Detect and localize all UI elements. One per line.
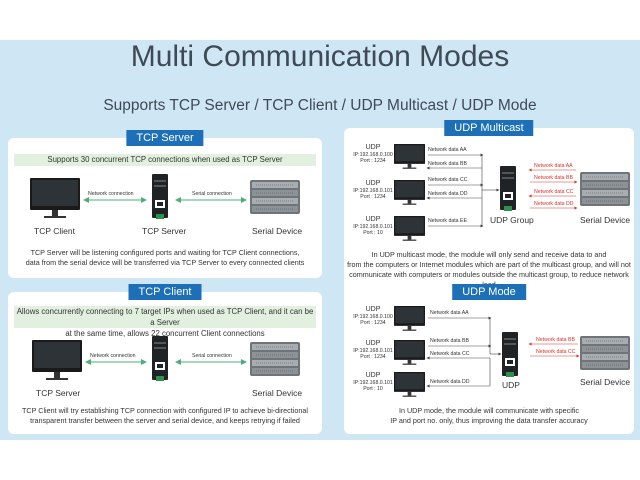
page-title: Multi Communication Modes bbox=[130, 40, 510, 73]
tcp-client-description: TCP Client will try establishing TCP con… bbox=[22, 406, 308, 425]
tcp-client-server-label: TCP Server bbox=[36, 388, 81, 398]
tcp-server-panel: TCP Server Supports 30 concurrent TCP co… bbox=[8, 130, 322, 278]
udp-mode-heading: UDP Mode bbox=[452, 284, 526, 300]
page-subtitle: Supports TCP Server / TCP Client / UDP M… bbox=[103, 97, 537, 114]
udp-multicast-serial-dd: Network data DD bbox=[534, 201, 574, 207]
udp-multicast-flows bbox=[426, 153, 578, 228]
udp-mode-flows bbox=[426, 316, 580, 388]
page-background: Multi Communication Modes Supports TCP S… bbox=[0, 40, 640, 440]
udp-multicast-host-2: UDP IP:192.168.0.101 Port : 1234 bbox=[353, 180, 393, 200]
udp-multicast-panel: UDP Multicast UDP IP:192.168.0.100 Port … bbox=[344, 120, 634, 322]
udp-mode-flow-cc: Network data CC bbox=[430, 351, 470, 357]
udp-multicast-flow-aa: Network data AA bbox=[428, 147, 467, 153]
udp-multicast-flow-bb: Network data BB bbox=[428, 161, 467, 167]
tcp-server-links bbox=[83, 197, 247, 203]
udp-multicast-host-1: UDP IP:192.168.0.100 Port : 1234 bbox=[353, 144, 393, 164]
udp-mode-description: In UDP mode, the module will communicate… bbox=[390, 406, 588, 425]
udp-mode-module-label: UDP bbox=[502, 380, 520, 390]
udp-multicast-flow-cc: Network data CC bbox=[428, 177, 468, 183]
udp-multicast-serial-aa: Network data AA bbox=[534, 163, 573, 169]
tcp-server-band: Supports 30 concurrent TCP connections w… bbox=[14, 154, 316, 166]
udp-mode-flow-dd: Network data DD bbox=[430, 379, 470, 385]
udp-mode-host-2: UDP IP:192.168.0.101 Port : 1234 bbox=[353, 340, 393, 360]
tcp-server-serial-label: Serial Device bbox=[252, 226, 303, 236]
udp-multicast-heading: UDP Multicast bbox=[444, 120, 534, 136]
tcp-server-module-label: TCP Server bbox=[142, 226, 187, 236]
udp-mode-flow-aa: Network data AA bbox=[430, 310, 469, 316]
udp-mode-serial-cc: Network data CC bbox=[536, 349, 576, 355]
udp-mode-host-3: UDP IP:192.168.0.101 Port : 10 bbox=[353, 372, 393, 392]
tcp-client-panel: TCP Client Allows concurrently connectin… bbox=[8, 284, 322, 434]
tcp-server-heading: TCP Server bbox=[126, 130, 204, 146]
udp-multicast-flow-ee: Network data EE bbox=[428, 218, 467, 224]
tcp-server-client-label: TCP Client bbox=[34, 226, 75, 236]
server-rack-icon bbox=[579, 335, 631, 371]
tcp-client-band: Allows concurrently connecting to 7 targ… bbox=[14, 306, 316, 338]
tcp-client-link-right: Serial connection bbox=[192, 353, 232, 359]
tcp-server-description: TCP Server will be listening configured … bbox=[25, 248, 305, 267]
udp-mode-serial-bb: Network data BB bbox=[536, 337, 575, 343]
udp-mode-serial-label: Serial Device bbox=[580, 377, 631, 387]
serial-server-icon bbox=[502, 332, 518, 377]
udp-mode-flow-bb: Network data BB bbox=[430, 338, 469, 344]
tcp-server-link-left: Network connection bbox=[88, 191, 134, 197]
udp-multicast-serial-cc: Network data CC bbox=[534, 189, 574, 195]
udp-group-label: UDP Group bbox=[490, 215, 534, 225]
udp-multicast-serial-label: Serial Device bbox=[580, 215, 631, 225]
serial-server-icon bbox=[500, 166, 516, 211]
udp-mode-host-1: UDP IP:192.168.0.100 Port : 1234 bbox=[353, 306, 393, 326]
tcp-client-links bbox=[85, 359, 247, 365]
udp-mode-panel: UDP Mode UDP IP:192.168.0.100 Port : 123… bbox=[344, 284, 634, 434]
tcp-server-link-right: Serial connection bbox=[192, 191, 232, 197]
tcp-client-heading: TCP Client bbox=[128, 284, 202, 300]
udp-multicast-flow-dd: Network data DD bbox=[428, 191, 468, 197]
udp-multicast-host-3: UDP IP:192.168.0.101 Port : 10 bbox=[353, 216, 393, 236]
tcp-client-link-left: Network connection bbox=[90, 353, 136, 359]
tcp-client-serial-label: Serial Device bbox=[252, 388, 303, 398]
server-rack-icon bbox=[579, 171, 631, 207]
udp-multicast-serial-bb: Network data BB bbox=[534, 175, 573, 181]
